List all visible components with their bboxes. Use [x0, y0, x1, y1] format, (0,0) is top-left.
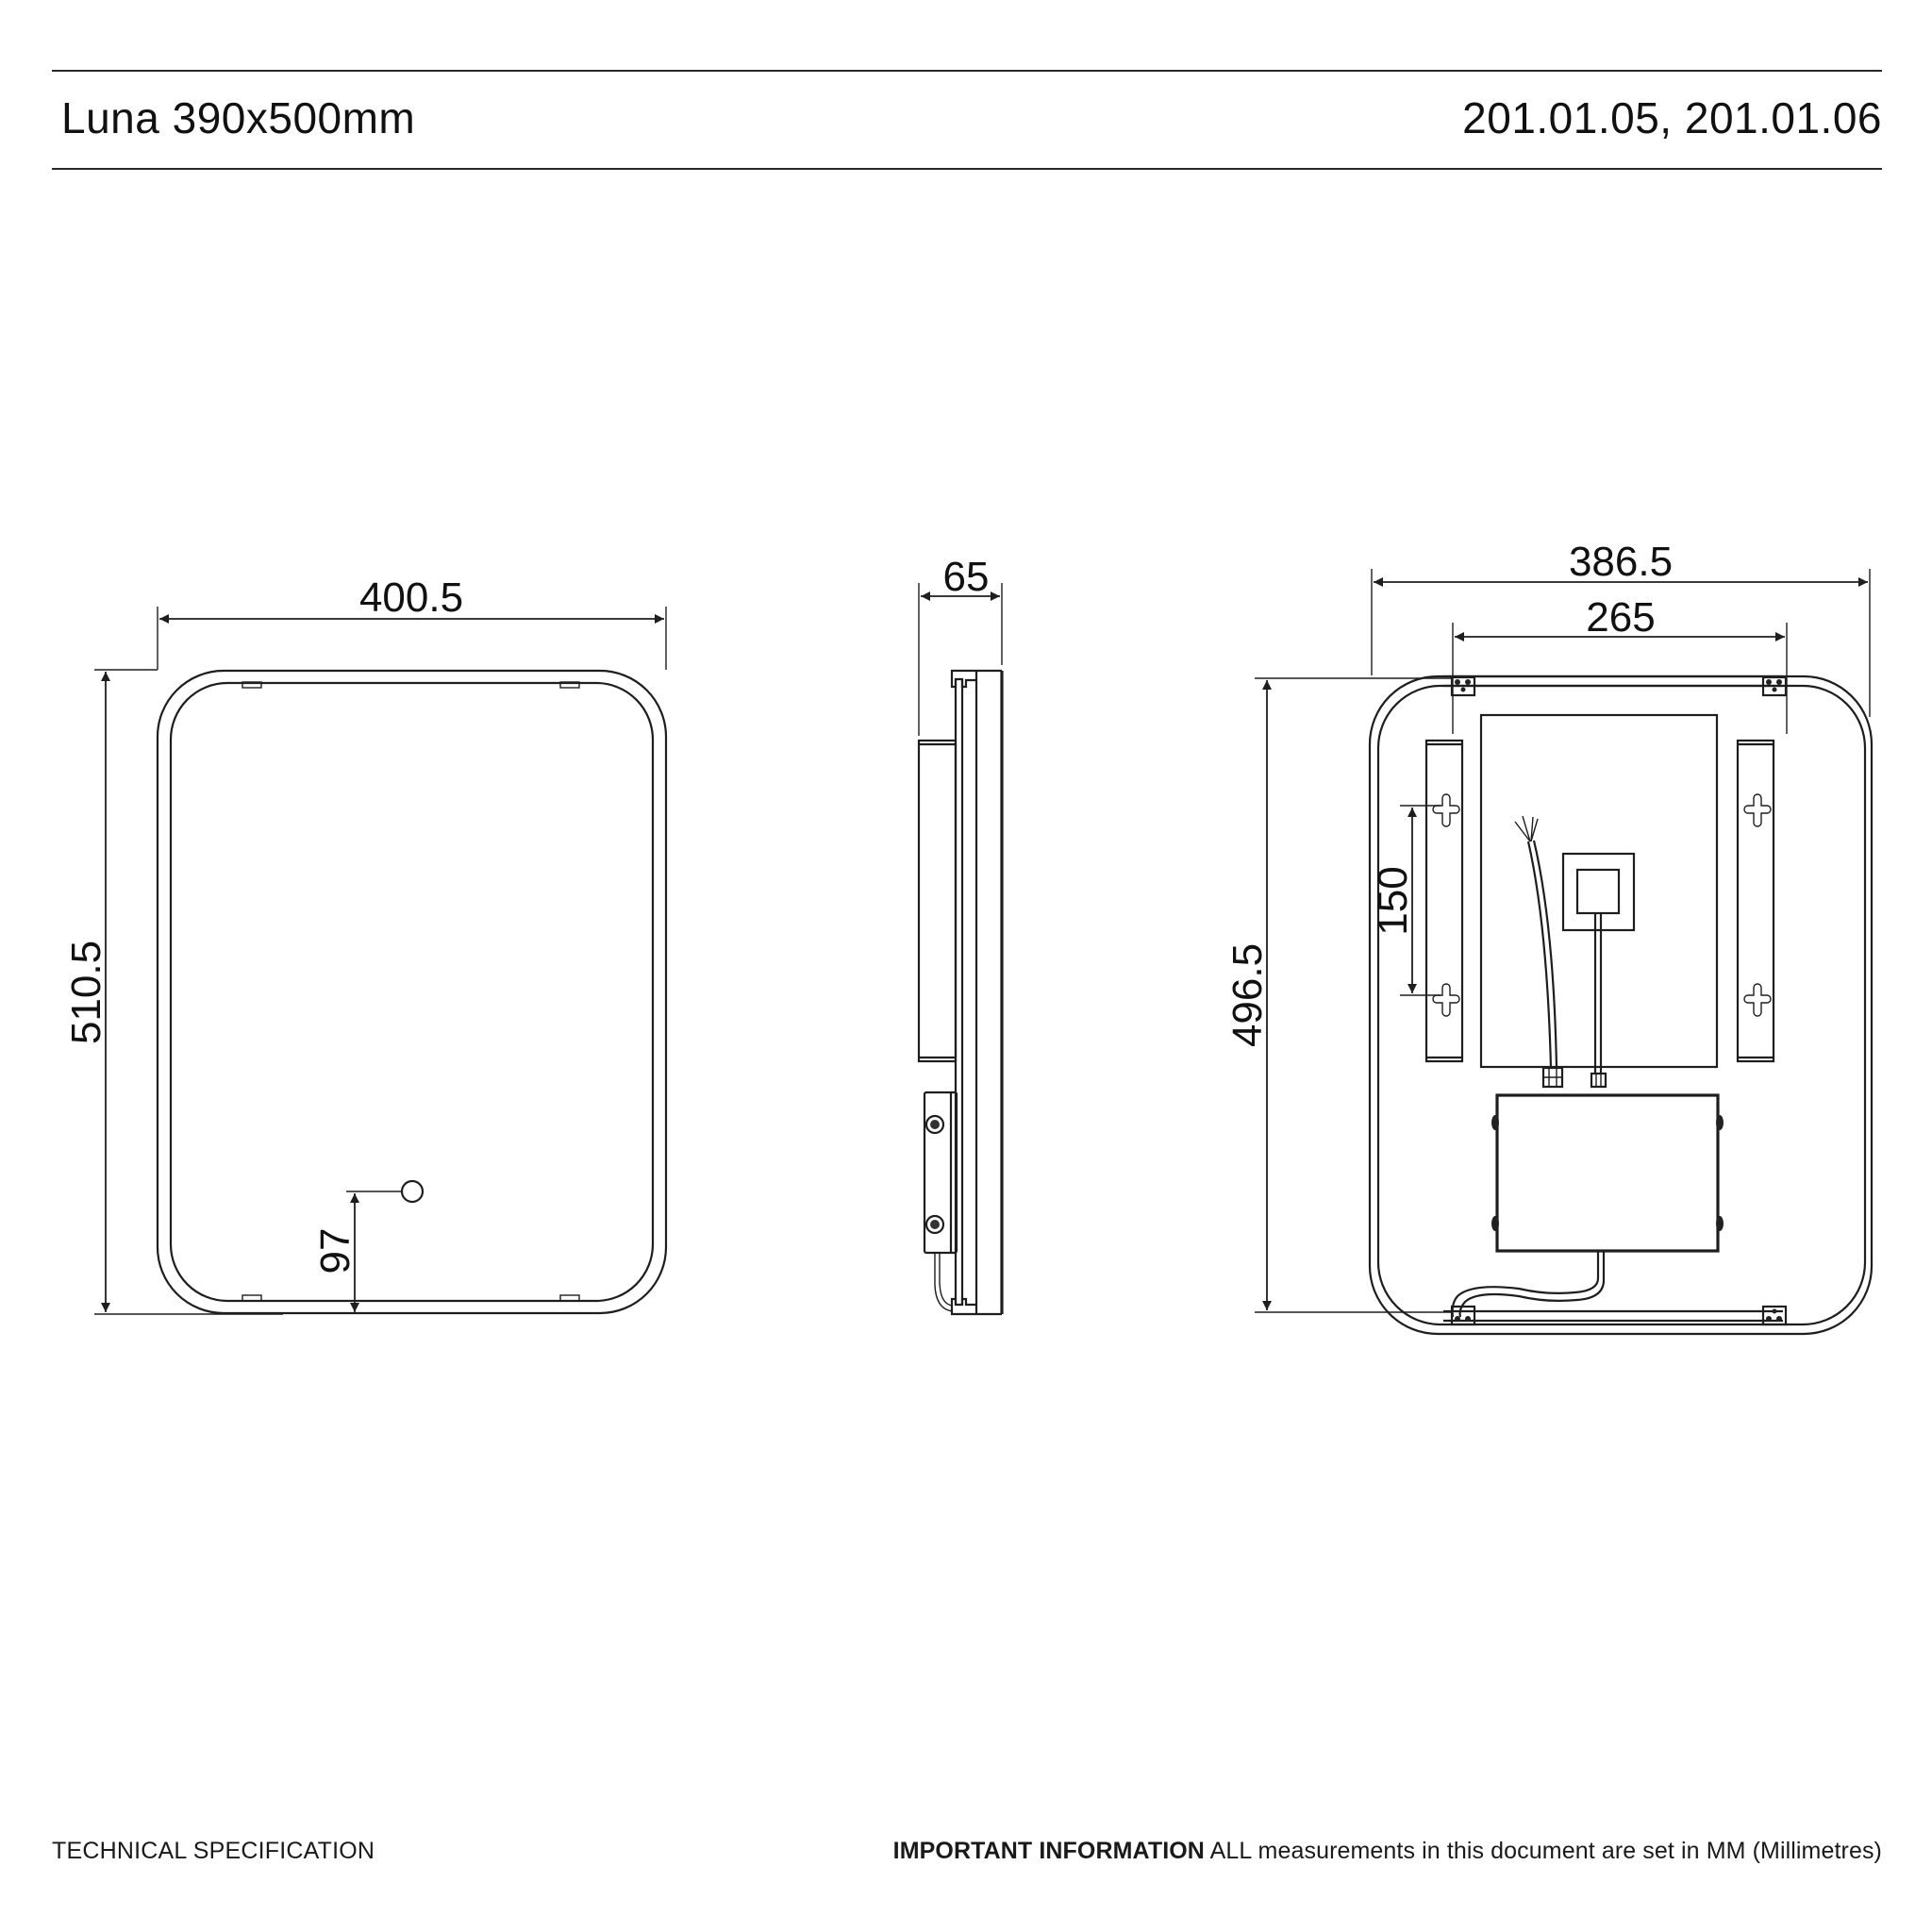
mirror-inner-glass — [169, 681, 655, 1303]
switch-box-outer — [1561, 852, 1636, 932]
footer-notice-strong: IMPORTANT INFORMATION — [892, 1838, 1205, 1864]
keyhole-spacing-dimension: 150 — [1370, 866, 1416, 935]
front-clip-bottom-left — [242, 1294, 262, 1302]
back-height-dimension: 496.5 — [1224, 943, 1271, 1047]
front-clip-top-right — [559, 681, 580, 689]
side-driver-box — [923, 1091, 958, 1255]
side-view: 65 — [917, 554, 1004, 1316]
back-outer-frame — [1368, 675, 1874, 1336]
document-title: Luna 390x500mm — [61, 93, 416, 142]
back-corner-block-top-left — [1450, 675, 1476, 697]
footer-notice-text: ALL measurements in this document are se… — [1204, 1838, 1882, 1864]
back-driver-box — [1495, 1093, 1720, 1253]
touch-sensor-icon — [400, 1179, 425, 1204]
front-height-dimension: 510.5 — [63, 941, 109, 1044]
front-view: 400.5 510.5 97 — [63, 575, 668, 1315]
back-center-panel — [1479, 713, 1719, 1069]
side-screw-icon-top — [924, 1114, 945, 1135]
mirror-outer-frame — [156, 669, 668, 1315]
back-inner-frame — [1376, 684, 1867, 1326]
side-wall-bracket — [917, 739, 958, 1063]
header-top-rule — [52, 70, 1882, 72]
back-view: 386.5 265 496.5 150 — [1224, 539, 1874, 1336]
front-width-dimension: 400.5 — [359, 575, 463, 621]
keyhole-icon-left-bottom — [1432, 983, 1460, 1017]
back-corner-block-bottom-right — [1761, 1305, 1788, 1326]
front-clip-bottom-right — [559, 1294, 580, 1302]
side-screw-icon-bottom — [924, 1214, 945, 1235]
back-corner-block-bottom-left — [1450, 1305, 1476, 1326]
sensor-offset-dimension: 97 — [312, 1228, 358, 1274]
back-corner-block-top-right — [1761, 675, 1788, 697]
back-batten-left — [1424, 739, 1464, 1063]
back-batten-right — [1736, 739, 1775, 1063]
back-width-dimension: 386.5 — [1569, 539, 1673, 585]
keyhole-icon-right-top — [1743, 793, 1772, 827]
keyhole-icon-left-top — [1432, 793, 1460, 827]
bracket-spacing-dimension: 265 — [1586, 594, 1655, 641]
switch-box-inner — [1575, 868, 1621, 915]
header-bottom-rule — [52, 168, 1882, 170]
product-codes: 201.01.05, 201.01.06 — [1462, 93, 1882, 142]
footer-section-label: TECHNICAL SPECIFICATION — [52, 1838, 375, 1864]
cable-gland-right — [1590, 1072, 1607, 1089]
front-clip-top-left — [242, 681, 262, 689]
footer-notice: IMPORTANT INFORMATION ALL measurements i… — [893, 1838, 1882, 1865]
keyhole-icon-right-bottom — [1743, 983, 1772, 1017]
side-depth-dimension: 65 — [943, 554, 990, 600]
